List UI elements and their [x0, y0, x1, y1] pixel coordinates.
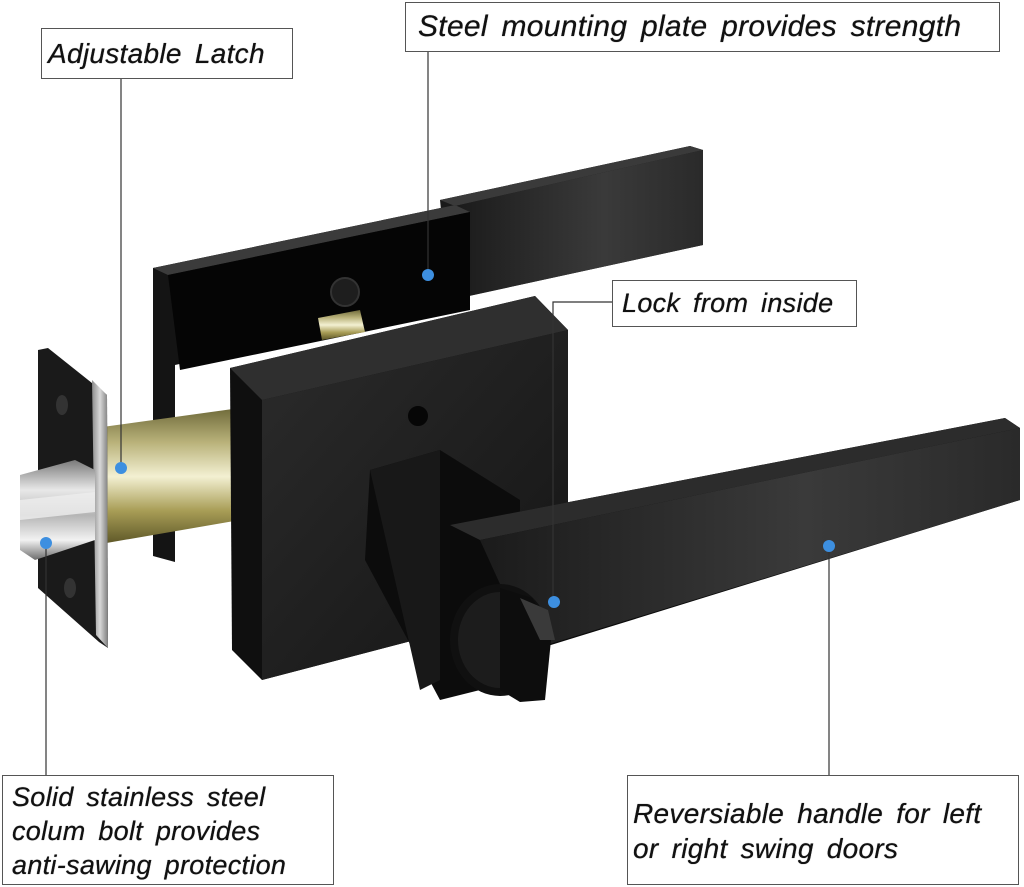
marker-plate [422, 269, 434, 281]
callout-lock-from-inside: Lock from inside [612, 280, 857, 327]
callout-line: Solid stainless steel [12, 782, 266, 812]
callout-adjustable-latch: Adjustable Latch [41, 28, 293, 79]
marker-lock [548, 596, 560, 608]
feature-markers [40, 269, 835, 608]
back-lever [440, 146, 703, 300]
callout-line: Reversiable handle for left [633, 798, 982, 829]
callout-label: Steel mounting plate provides strength [418, 10, 962, 43]
callout-line: colum bolt provides [12, 816, 261, 846]
spindle [318, 310, 365, 340]
leader-lines [45, 52, 830, 775]
callout-stainless-bolt: Solid stainless steel colum bolt provide… [2, 775, 334, 885]
front-lever [450, 418, 1020, 653]
callout-label: Lock from inside [622, 288, 834, 318]
back-mounting-plate [153, 205, 470, 562]
callout-steel-mounting-plate: Steel mounting plate provides strength [405, 2, 1000, 52]
marker-handle [823, 540, 835, 552]
callout-line: anti-sawing protection [12, 850, 287, 880]
latch-tube [86, 408, 240, 545]
marker-latch [115, 462, 127, 474]
callout-reversible-handle: Reversiable handle for left or right swi… [627, 775, 1019, 885]
latch-bolt [20, 460, 95, 560]
marker-bolt [40, 537, 52, 549]
privacy-thumbturn [450, 584, 555, 702]
callout-line: or right swing doors [633, 833, 899, 864]
callout-label: Adjustable Latch [48, 38, 265, 69]
leader-line-lock [552, 301, 612, 601]
